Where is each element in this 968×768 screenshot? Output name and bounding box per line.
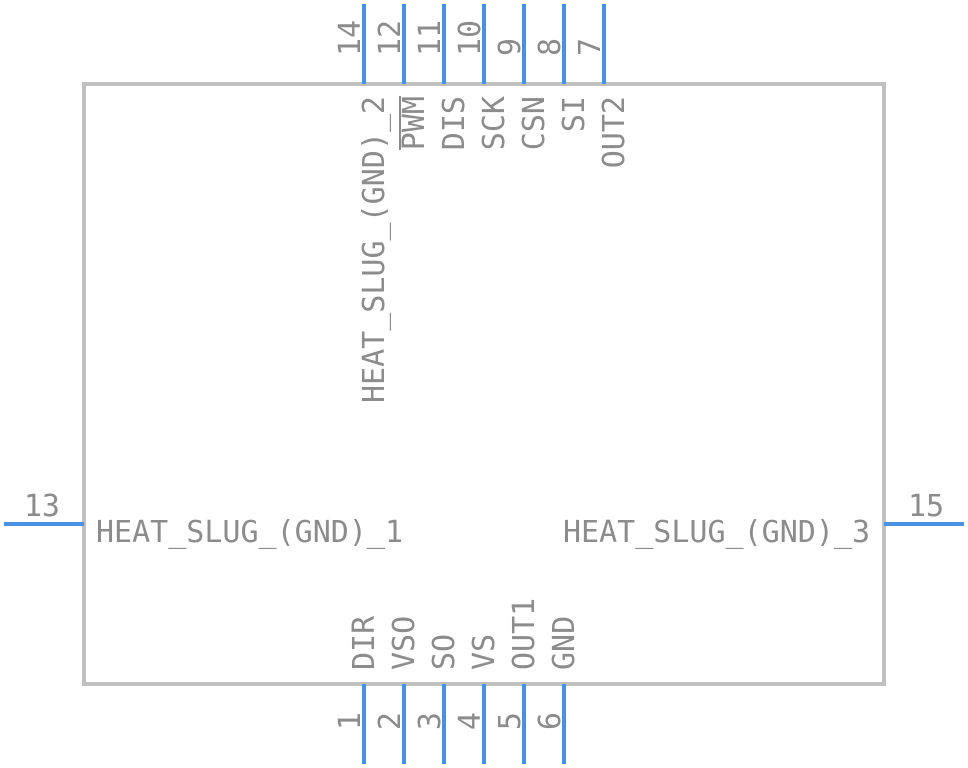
pin-3-label: SO [427, 634, 462, 670]
pin-12-label: PWM [397, 96, 432, 150]
pin-2-label: VSO [387, 616, 422, 670]
pin-12-number: 12 [373, 20, 408, 56]
pin-3-number: 3 [413, 712, 448, 730]
pin-4-label: VS [467, 634, 502, 670]
pin-14-number: 14 [333, 20, 368, 56]
component-body [82, 82, 886, 686]
pin-7-label: OUT2 [597, 96, 632, 168]
pin-13-label: HEAT_SLUG_(GND)_1 [96, 515, 403, 550]
pin-2-number: 2 [373, 712, 408, 730]
pin-10-number: 10 [453, 20, 488, 56]
pin-1-label: DIR [347, 615, 382, 670]
pin-5-number: 5 [493, 712, 528, 730]
pin-1-number: 1 [333, 712, 368, 730]
pin-15-number: 15 [908, 489, 944, 524]
pin-7-number: 7 [573, 38, 608, 56]
pin-11-label: DIS [437, 96, 472, 150]
pin-8-label: SI [557, 96, 592, 132]
pin-5-label: OUT1 [507, 598, 542, 670]
pin-6-number: 6 [533, 712, 568, 730]
pin-9-label: CSN [517, 96, 552, 150]
pin-11-number: 11 [413, 20, 448, 56]
pin-6-label: GND [547, 616, 582, 670]
pin-9-number: 9 [493, 38, 528, 56]
pin-4-number: 4 [453, 712, 488, 730]
pin-10-label: SCK [477, 96, 512, 150]
pin-14-label: HEAT_SLUG_(GND)_2 [357, 96, 392, 403]
pin-15-label: HEAT_SLUG_(GND)_3 [563, 515, 870, 550]
pin-group: 14HEAT_SLUG_(GND)_212PWM11DIS10SCK9CSN8S… [4, 4, 964, 764]
pin-8-number: 8 [533, 38, 568, 56]
pin-13-number: 13 [24, 489, 60, 524]
